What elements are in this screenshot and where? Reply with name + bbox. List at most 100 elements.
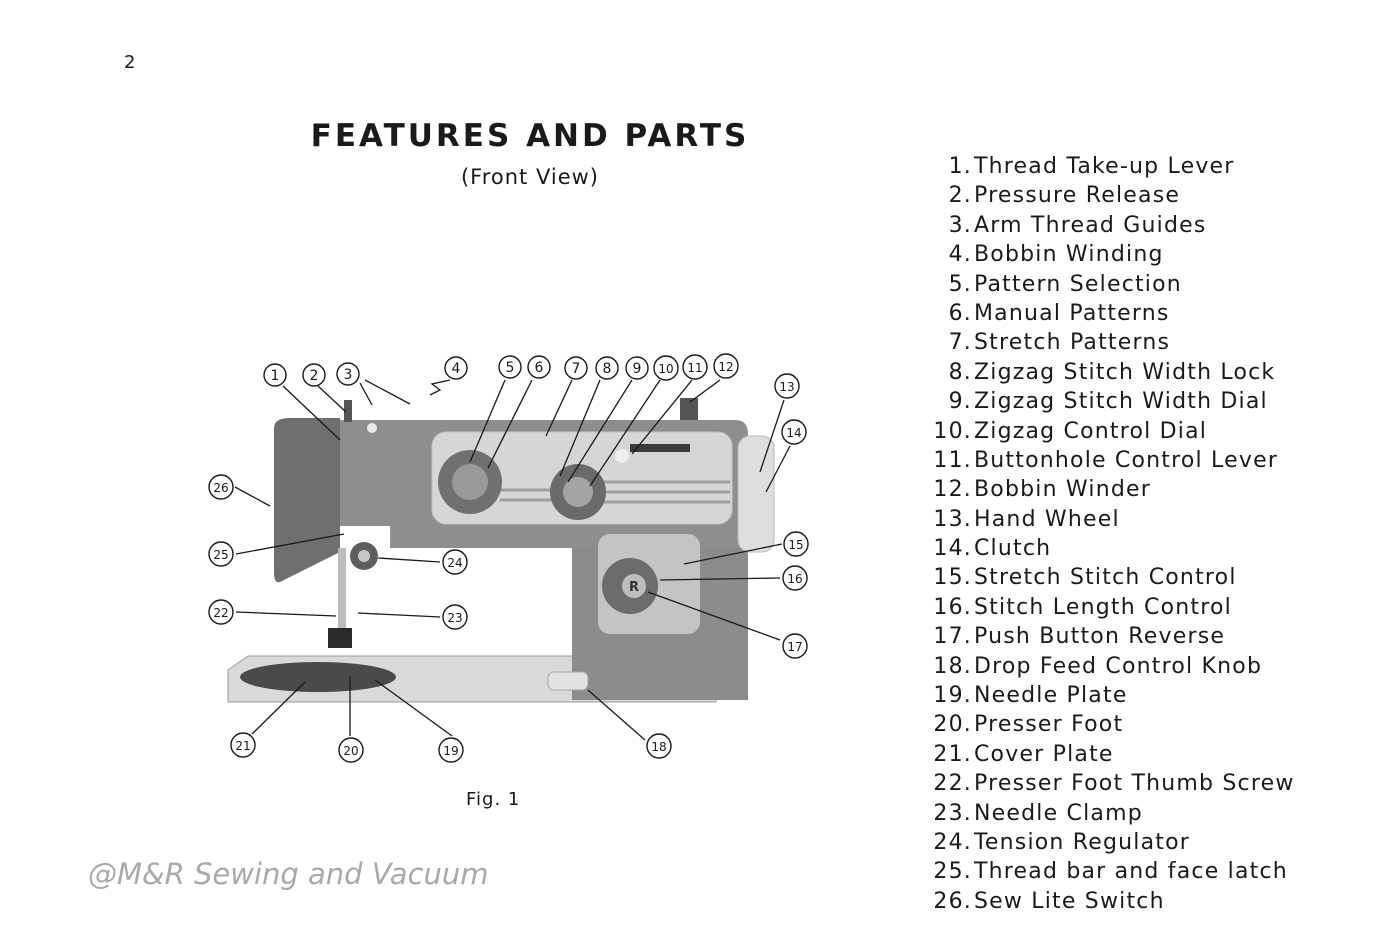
list-item: 10.Zigzag Control Dial <box>926 417 1295 446</box>
part-number: 10. <box>933 418 972 444</box>
callout-23: 23 <box>442 604 468 630</box>
callout-20: 20 <box>338 737 364 763</box>
svg-text:8: 8 <box>603 361 612 377</box>
list-item: 11.Buttonhole Control Lever <box>926 446 1295 475</box>
part-name: Stretch Stitch Control <box>974 565 1237 591</box>
drop-feed-knob <box>547 671 589 691</box>
part-name: Drop Feed Control Knob <box>974 653 1263 679</box>
callout-6: 6 <box>527 355 551 379</box>
list-item: 26.Sew Lite Switch <box>926 887 1295 916</box>
list-item: 15.Stretch Stitch Control <box>926 563 1295 592</box>
list-item: 24.Tension Regulator <box>926 828 1295 857</box>
callout-19: 19 <box>438 737 464 763</box>
callout-3: 3 <box>336 362 360 386</box>
svg-text:20: 20 <box>343 744 358 758</box>
list-item: 1.Thread Take-up Lever <box>926 152 1295 181</box>
part-name: Sew Lite Switch <box>974 888 1165 914</box>
part-number: 23. <box>933 800 972 826</box>
figure-caption: Fig. 1 <box>466 789 521 810</box>
part-name: Pressure Release <box>974 183 1181 209</box>
svg-text:6: 6 <box>535 360 544 376</box>
list-item: 14.Clutch <box>926 534 1295 563</box>
part-number: 24. <box>933 829 972 855</box>
list-item: 23.Needle Clamp <box>926 799 1295 828</box>
svg-text:11: 11 <box>687 361 702 375</box>
part-number: 20. <box>933 712 972 738</box>
list-item: 21.Cover Plate <box>926 740 1295 769</box>
callout-13: 13 <box>774 373 800 399</box>
part-name: Thread bar and face latch <box>974 859 1288 885</box>
callout-12: 12 <box>713 353 739 379</box>
list-item: 12.Bobbin Winder <box>926 475 1295 504</box>
list-item: 16.Stitch Length Control <box>926 593 1295 622</box>
part-number: 18. <box>933 653 972 679</box>
svg-text:14: 14 <box>786 426 801 440</box>
svg-text:16: 16 <box>787 572 802 586</box>
callout-11: 11 <box>682 354 708 380</box>
part-number: 25. <box>933 859 972 885</box>
part-number: 16. <box>933 594 972 620</box>
svg-text:12: 12 <box>718 360 733 374</box>
callout-9: 9 <box>625 356 649 380</box>
callouts: 1 2 3 4 5 6 7 8 9 10 11 12 13 14 15 16 1… <box>208 353 809 763</box>
parts-list: 1.Thread Take-up Lever 2.Pressure Releas… <box>926 152 1295 916</box>
part-name: Tension Regulator <box>974 829 1191 855</box>
list-item: 2.Pressure Release <box>926 181 1295 210</box>
list-item: 20.Presser Foot <box>926 710 1295 739</box>
callout-17: 17 <box>782 633 808 659</box>
part-number: 1. <box>948 154 972 179</box>
machine-head <box>274 418 340 583</box>
reverse-button-letter: R <box>629 580 639 595</box>
svg-text:25: 25 <box>213 548 228 562</box>
part-number: 17. <box>933 624 972 650</box>
part-name: Manual Patterns <box>974 300 1170 326</box>
buttonhole-lever <box>630 444 690 452</box>
page-title: FEATURES AND PARTS <box>310 118 750 154</box>
list-item: 5.Pattern Selection <box>926 270 1295 299</box>
svg-text:24: 24 <box>447 556 462 570</box>
part-name: Needle Clamp <box>974 800 1143 826</box>
part-name: Zigzag Control Dial <box>974 418 1208 444</box>
list-item: 18.Drop Feed Control Knob <box>926 652 1295 681</box>
part-number: 22. <box>933 771 972 797</box>
part-name: Buttonhole Control Lever <box>974 447 1279 473</box>
needle-bar <box>338 548 346 646</box>
part-number: 3. <box>948 212 972 238</box>
callout-26: 26 <box>208 474 234 500</box>
callout-10: 10 <box>653 355 679 381</box>
part-name: Hand Wheel <box>974 506 1120 532</box>
callout-16: 16 <box>782 565 808 591</box>
svg-text:23: 23 <box>447 611 462 625</box>
reverse-button <box>622 574 646 598</box>
list-item: 6.Manual Patterns <box>926 299 1295 328</box>
part-number: 19. <box>933 683 972 709</box>
callout-15: 15 <box>783 531 809 557</box>
list-item: 17.Push Button Reverse <box>926 622 1295 651</box>
part-number: 8. <box>948 359 972 385</box>
list-item: 25.Thread bar and face latch <box>926 857 1295 886</box>
svg-text:3: 3 <box>344 367 353 383</box>
svg-text:1: 1 <box>271 368 280 384</box>
callout-8: 8 <box>595 356 619 380</box>
list-item: 9.Zigzag Stitch Width Dial <box>926 387 1295 416</box>
page-subtitle: (Front View) <box>460 165 599 189</box>
part-number: 11. <box>933 447 972 473</box>
svg-text:18: 18 <box>651 740 666 754</box>
part-number: 7. <box>948 330 972 356</box>
callout-1: 1 <box>263 363 287 387</box>
part-name: Stretch Patterns <box>974 330 1171 356</box>
part-name: Pattern Selection <box>974 271 1182 297</box>
part-name: Cover Plate <box>974 741 1114 767</box>
callout-24: 24 <box>442 549 468 575</box>
svg-text:17: 17 <box>787 640 802 654</box>
part-number: 26. <box>933 888 972 914</box>
list-item: 7.Stretch Patterns <box>926 328 1295 357</box>
part-name: Clutch <box>974 536 1052 562</box>
list-item: 22.Presser Foot Thumb Screw <box>926 769 1295 798</box>
callout-18: 18 <box>646 733 672 759</box>
list-item: 19.Needle Plate <box>926 681 1295 710</box>
part-number: 5. <box>948 271 972 297</box>
list-item: 4.Bobbin Winding <box>926 240 1295 269</box>
svg-text:7: 7 <box>572 361 581 377</box>
callout-21: 21 <box>230 732 256 758</box>
